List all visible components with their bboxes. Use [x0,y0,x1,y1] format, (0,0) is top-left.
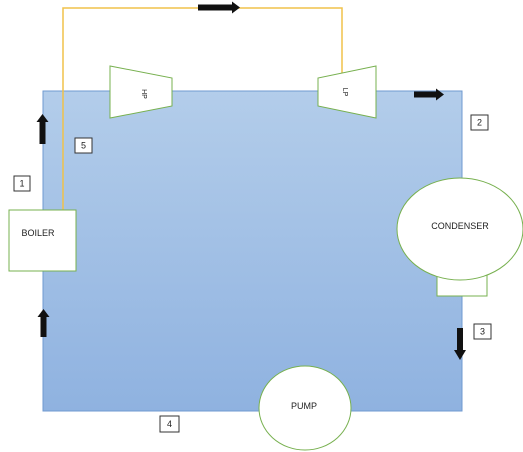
hp-turbine: HP [109,65,173,119]
arrow-up-icon [36,114,49,144]
lp-turbine: LP [317,65,377,119]
pump-label: PUMP [291,401,317,411]
arrow-right-icon [414,88,444,101]
state-point-3: 3 [473,323,492,340]
svg-text:3: 3 [480,327,485,337]
cycle-loop-area [42,90,463,412]
state-point-5: 5 [74,137,93,154]
svg-text:2: 2 [477,118,482,128]
condenser: CONDENSER [396,177,523,297]
condenser-label: CONDENSER [431,221,489,231]
arrow-down-icon [454,328,466,360]
lp-turbine-label: LP [341,88,348,97]
svg-text:1: 1 [19,179,24,189]
state-point-2: 2 [470,114,489,131]
state-point-4: 4 [159,415,180,433]
hp-turbine-label: HP [140,89,147,99]
arrow-up-icon [37,309,50,337]
state-point-1: 1 [13,175,31,192]
svg-text:5: 5 [81,141,86,151]
boiler: BOILER [8,209,77,272]
pump: PUMP [258,365,352,451]
boiler-label: BOILER [21,228,55,238]
svg-text:4: 4 [167,419,172,429]
arrow-right-icon [198,1,240,14]
